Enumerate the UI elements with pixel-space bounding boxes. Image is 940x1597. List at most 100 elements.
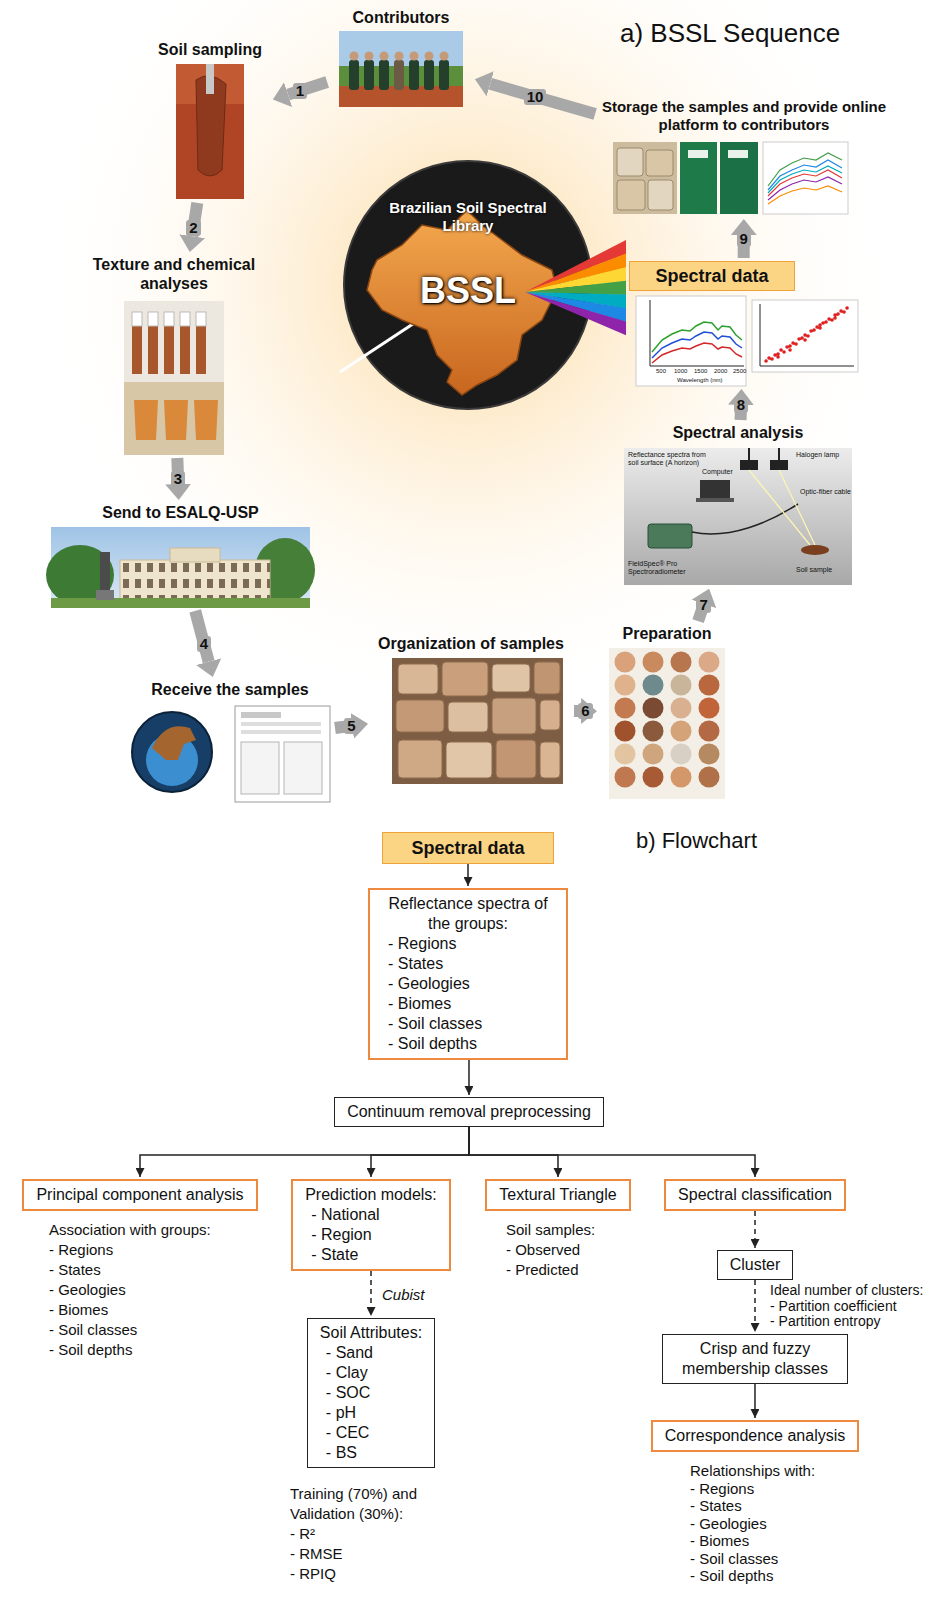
flow-arrow bbox=[370, 1271, 372, 1316]
list-item: - States bbox=[382, 954, 554, 974]
figure-annotation: 2500 bbox=[733, 368, 746, 375]
step-heading: Organization of samples bbox=[378, 634, 564, 653]
campus-photo bbox=[96, 590, 114, 600]
storage-photos bbox=[613, 142, 677, 214]
library-name: Brazilian Soil Spectral Library bbox=[378, 199, 558, 235]
contributors-photo bbox=[394, 60, 404, 90]
note-line: - Biomes bbox=[49, 1300, 108, 1320]
spectral-setup-illustration bbox=[778, 448, 780, 460]
laboratory-photo bbox=[124, 301, 224, 455]
prepared-samples-photo bbox=[615, 744, 636, 765]
laboratory-photo bbox=[180, 312, 190, 374]
lab-logo-and-form bbox=[241, 730, 321, 734]
storage-photos bbox=[763, 142, 848, 214]
flow-arrow bbox=[140, 1127, 469, 1177]
sample-bags-photo bbox=[492, 664, 530, 692]
list-item: - Sand bbox=[320, 1343, 422, 1363]
box-heading: Correspondence analysis bbox=[665, 1426, 846, 1446]
list-item: - Regions bbox=[382, 934, 554, 954]
step-heading: Soil sampling bbox=[158, 40, 262, 59]
note-line: - Partition coefficient bbox=[770, 1299, 897, 1315]
figure-annotation: Wavelength (nm) bbox=[677, 377, 722, 384]
note-line: - Soil depths bbox=[49, 1340, 132, 1360]
note-line: - Biomes bbox=[690, 1532, 749, 1550]
storage-photos bbox=[768, 166, 842, 193]
note-line: - Soil classes bbox=[690, 1550, 778, 1568]
laboratory-photo bbox=[196, 312, 206, 326]
prepared-samples-photo bbox=[643, 744, 664, 765]
prepared-samples-photo bbox=[643, 721, 664, 742]
list-item: - Region bbox=[305, 1225, 437, 1245]
step-panel: Organization of samples bbox=[371, 634, 571, 786]
sample-bags-photo bbox=[442, 662, 488, 696]
prepared-samples-photo bbox=[615, 767, 636, 788]
note-line: - Predicted bbox=[506, 1260, 579, 1280]
step-number: 10 bbox=[524, 89, 547, 105]
spectral-data-panel: Spectral data bbox=[629, 261, 858, 386]
step-panel: Preparation bbox=[600, 624, 734, 800]
contributors-photo bbox=[365, 52, 374, 61]
list-item: - Soil classes bbox=[382, 1014, 554, 1034]
box-heading: Soil Attributes: bbox=[320, 1323, 422, 1343]
step-heading: Preparation bbox=[623, 624, 712, 643]
sample-bags-photo bbox=[398, 740, 442, 778]
step-panel: Soil sampling bbox=[150, 40, 270, 200]
sample-bags-photo bbox=[392, 658, 563, 784]
box-heading: Prediction models: bbox=[305, 1185, 437, 1205]
soil-sampling-photo bbox=[176, 64, 244, 199]
campus-photo bbox=[120, 560, 270, 600]
campus-photo bbox=[46, 545, 114, 605]
contributors-photo bbox=[410, 52, 419, 61]
lab-logo-and-form bbox=[235, 706, 330, 802]
prepared-samples-photo bbox=[643, 767, 664, 788]
prepared-samples-photo bbox=[609, 648, 725, 799]
contributors-photo bbox=[425, 52, 434, 61]
list-item: - BS bbox=[320, 1443, 422, 1463]
note-line: - RMSE bbox=[290, 1544, 343, 1564]
flow-arrow bbox=[371, 1127, 469, 1177]
process-box: Principal component analysis bbox=[22, 1179, 257, 1211]
spectra-chart bbox=[636, 296, 746, 386]
box-heading: Spectral data bbox=[629, 261, 795, 291]
laboratory-photo bbox=[180, 312, 190, 326]
laboratory-photo bbox=[164, 400, 188, 440]
laboratory-photo bbox=[132, 312, 142, 374]
prepared-samples-photo bbox=[671, 698, 692, 719]
laboratory-photo bbox=[124, 301, 224, 455]
note-line: - R² bbox=[290, 1524, 315, 1544]
campus-photo bbox=[46, 527, 315, 608]
step-panel: Send to ESALQ-USP bbox=[51, 503, 310, 608]
step-number: 4 bbox=[197, 636, 211, 652]
laboratory-photo bbox=[148, 312, 158, 374]
note-line: - Regions bbox=[690, 1480, 754, 1498]
sample-bags-photo bbox=[396, 700, 444, 732]
process-box: Spectral classification bbox=[664, 1179, 846, 1211]
storage-photos bbox=[768, 186, 842, 204]
storage-photos bbox=[617, 148, 643, 176]
panel-title: b) Flowchart bbox=[636, 828, 757, 854]
scatter-chart bbox=[752, 300, 858, 372]
contributors-photo bbox=[339, 31, 463, 107]
laboratory-photo bbox=[148, 312, 158, 326]
figure-annotation: Soil sample bbox=[796, 566, 832, 574]
list-item: - Biomes bbox=[382, 994, 554, 1014]
list-item: - SOC bbox=[320, 1383, 422, 1403]
sample-bags-photo bbox=[534, 662, 560, 694]
process-box: Soil Attributes:- Sand- Clay- SOC- pH- C… bbox=[307, 1318, 435, 1468]
flow-arrow bbox=[468, 1060, 470, 1095]
note-line: Soil samples: bbox=[506, 1220, 595, 1240]
storage-photos bbox=[613, 142, 848, 214]
figure-annotation: 1500 bbox=[694, 368, 707, 375]
note-line: - Soil depths bbox=[690, 1567, 773, 1585]
list-item: - Clay bbox=[320, 1363, 422, 1383]
scatter-chart bbox=[766, 308, 847, 361]
laboratory-photo bbox=[194, 400, 218, 440]
figure-annotation: FieldSpec® Pro Spectroradiometer bbox=[628, 560, 698, 576]
list-item: - Soil depths bbox=[382, 1034, 554, 1054]
soil-sampling-photo bbox=[176, 64, 244, 199]
note-line: - RPIQ bbox=[290, 1564, 336, 1584]
laboratory-photo bbox=[164, 312, 174, 374]
lab-logo-and-form bbox=[241, 722, 321, 726]
prepared-samples-photo bbox=[699, 675, 720, 696]
step-number: 6 bbox=[578, 703, 592, 719]
